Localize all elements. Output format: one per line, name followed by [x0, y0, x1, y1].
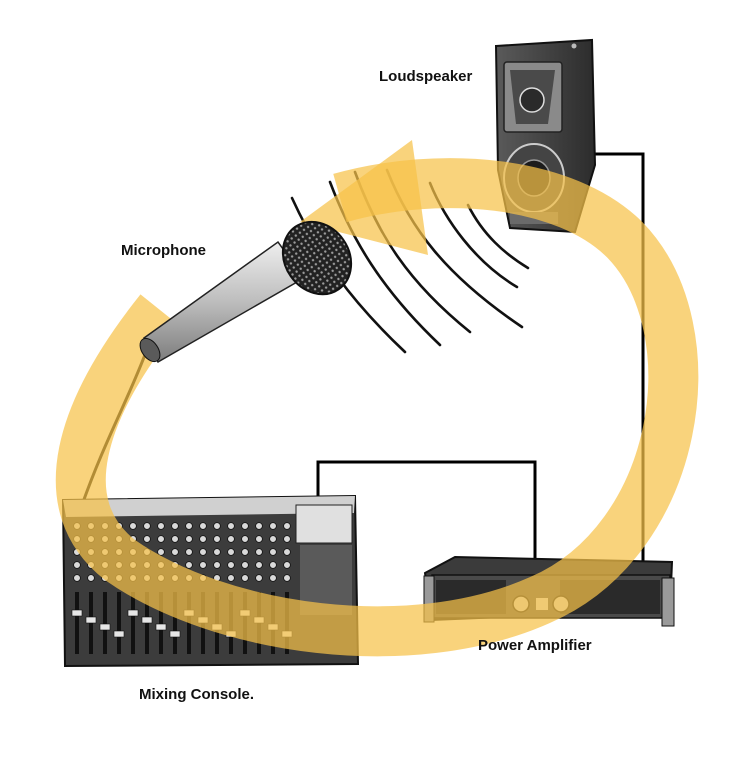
loudspeaker-label: Loudspeaker — [379, 68, 473, 85]
microphone-icon — [139, 220, 353, 364]
console-to-amp-cable — [316, 460, 537, 558]
circular-arrow-icon — [55, 140, 699, 657]
power-amplifier-label: Power Amplifier — [478, 637, 592, 654]
microphone-label: Microphone — [121, 242, 206, 259]
speaker-cable — [592, 152, 645, 563]
mixing-console-label: Mixing Console. — [139, 686, 255, 703]
